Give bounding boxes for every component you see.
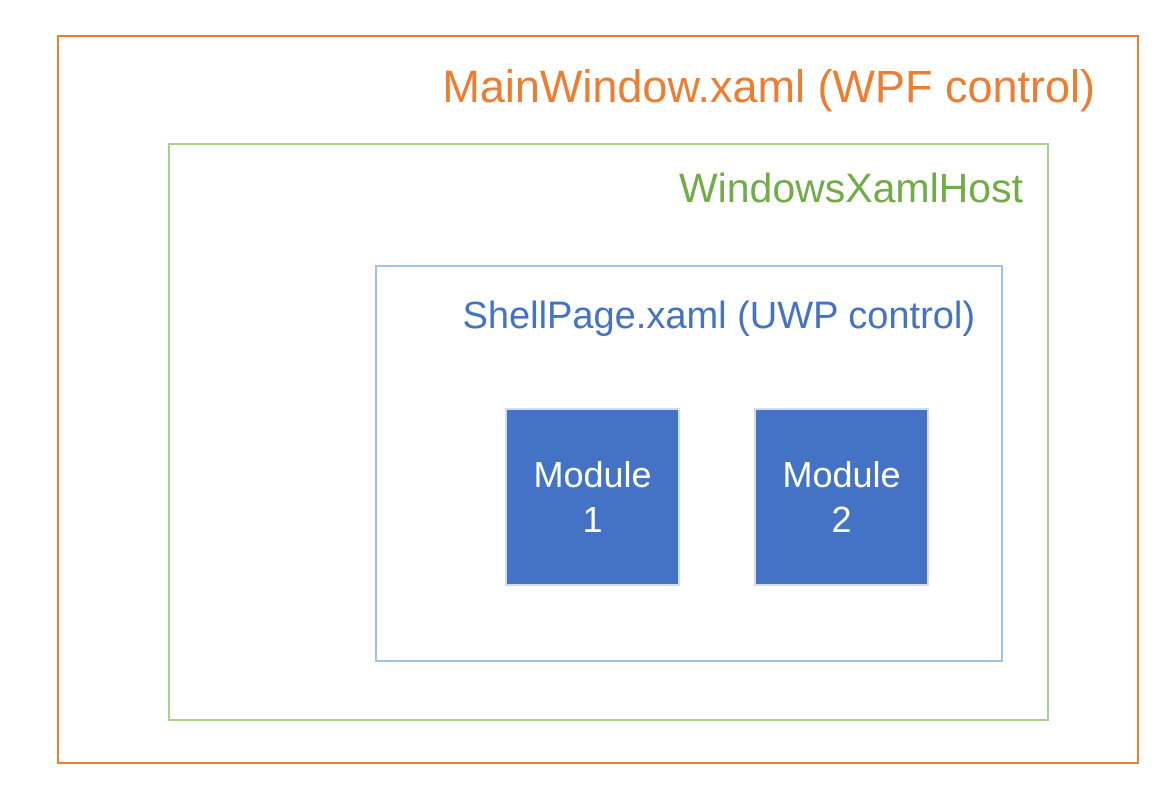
module-box-2-index: 2 bbox=[831, 499, 852, 540]
module-box-2-name: Module bbox=[782, 454, 901, 495]
mainwindow-wpf-label: MainWindow.xaml (WPF control) bbox=[442, 61, 1095, 112]
shellpage-uwp-label: ShellPage.xaml (UWP control) bbox=[462, 295, 975, 337]
windowsxamlhost-frame: WindowsXamlHost ShellPage.xaml (UWP cont… bbox=[168, 143, 1049, 721]
module-box-1: Module 1 bbox=[505, 408, 680, 586]
module-box-1-name: Module bbox=[533, 454, 652, 495]
windowsxamlhost-label: WindowsXamlHost bbox=[678, 165, 1023, 211]
mainwindow-wpf-frame: MainWindow.xaml (WPF control) WindowsXam… bbox=[57, 35, 1139, 764]
module-box-1-index: 1 bbox=[582, 499, 603, 540]
shellpage-uwp-frame: ShellPage.xaml (UWP control) Module 1 Mo… bbox=[375, 265, 1003, 662]
module-row: Module 1 Module 2 bbox=[505, 408, 929, 586]
module-box-2: Module 2 bbox=[754, 408, 929, 586]
